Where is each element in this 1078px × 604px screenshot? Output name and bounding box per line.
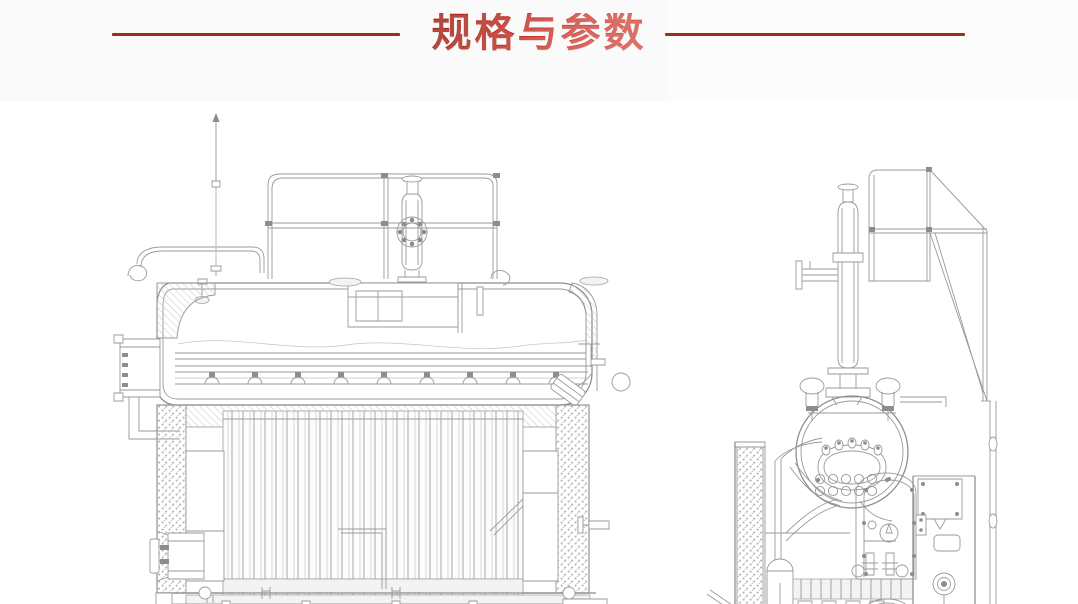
tube-hole-matrix — [814, 473, 878, 497]
feed-opening-assembly — [150, 531, 204, 581]
lower-vent-duct — [578, 517, 609, 533]
steam-separator-front — [796, 184, 870, 405]
furnace-door — [856, 473, 926, 579]
technical-drawing-area — [0, 101, 1078, 604]
manhole-cover — [815, 438, 890, 490]
page-title-text: 规格与参数 — [431, 10, 647, 56]
steam-separator — [397, 176, 427, 282]
handrail-platform — [265, 173, 500, 279]
chain-grate-front — [793, 579, 913, 604]
decorative-rule-right — [665, 33, 965, 36]
upper-platform-frame — [869, 167, 991, 401]
header-background-panel-right — [667, 0, 1078, 101]
header-background-panel — [0, 0, 667, 101]
boiler-technical-drawings — [0, 113, 1078, 604]
water-wall-tubes — [765, 438, 850, 604]
left-header-stack — [114, 335, 180, 439]
hook-pipe — [128, 247, 264, 281]
grate-rollers — [199, 587, 575, 599]
boiler-side-section-drawing — [114, 113, 630, 604]
drum-nozzle-row — [204, 372, 564, 385]
steam-drum-cross-section — [796, 396, 908, 508]
downcomer-valve-group — [550, 282, 630, 407]
front-casing-panel — [913, 476, 992, 604]
slide-header: 规格与参数 — [0, 0, 1078, 101]
decorative-rule-left — [112, 33, 400, 36]
boiler-front-section-drawing — [707, 167, 997, 604]
vertical-gauge-rod — [211, 113, 221, 276]
drum-access-box — [348, 283, 462, 333]
left-insulation-block — [156, 282, 216, 339]
refractory-lining-front — [735, 442, 765, 604]
blowdown-valve — [852, 501, 908, 577]
support-legs — [220, 601, 479, 604]
convection-tube-bank — [222, 410, 524, 596]
ash-door — [864, 599, 910, 604]
right-downcomer-pipe — [950, 401, 997, 604]
chain-grate — [150, 587, 607, 604]
ash-rake-tool — [707, 590, 784, 604]
handwheel — [933, 573, 955, 604]
drum-top-fittings — [195, 271, 608, 315]
